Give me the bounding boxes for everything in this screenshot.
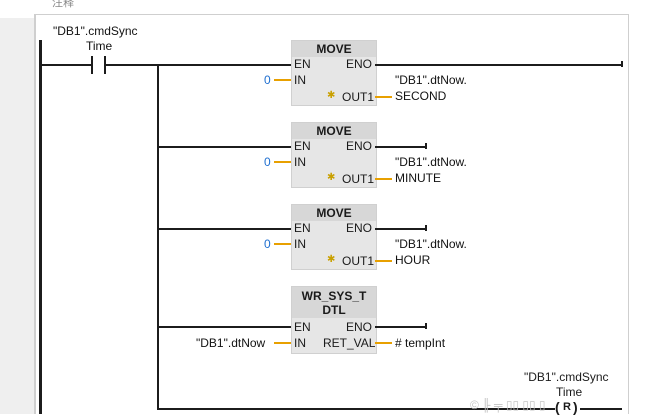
wire-end (425, 225, 427, 231)
watermark: © ╟ ╤ ▯▯ ▯▯ ▯ (470, 398, 546, 412)
out-pin: OUT1 (342, 254, 375, 268)
move-block-title: MOVE (292, 205, 376, 221)
eno-pin: ENO (346, 139, 373, 153)
coil-right-paren[interactable]: ) (573, 399, 578, 415)
en-pin: EN (294, 221, 311, 235)
in-value[interactable]: 0 (264, 155, 271, 169)
en-pin: EN (294, 320, 311, 334)
ret-val-pin: RET_VAL (323, 336, 376, 350)
wire (375, 146, 426, 148)
in-pin: IN (294, 336, 306, 350)
add-output-icon[interactable]: ✱ (327, 254, 336, 265)
move-block-title: MOVE (292, 41, 376, 57)
add-output-icon[interactable]: ✱ (327, 90, 336, 101)
coil-operand-line2: Time (556, 385, 583, 399)
editor-left-border (34, 14, 36, 414)
power-rail (39, 40, 42, 414)
wr-sys-t-title-line1: WR_SYS_T (301, 289, 367, 303)
out-operand-line2: HOUR (395, 253, 431, 267)
eno-pin: ENO (346, 221, 373, 235)
in-operand[interactable]: "DB1".dtNow (196, 336, 266, 350)
network-comment[interactable]: 注释 (52, 0, 74, 9)
in-wire (274, 342, 291, 344)
wire (106, 64, 292, 66)
in-wire (274, 243, 291, 245)
wire (159, 326, 292, 328)
wire (375, 326, 426, 328)
eno-pin: ENO (346, 57, 373, 71)
out-operand[interactable]: "DB1".dtNow. (395, 73, 467, 87)
editor-top-border (34, 14, 629, 15)
move-block-1[interactable]: MOVE (291, 40, 377, 106)
coil-letter[interactable]: R (563, 401, 571, 413)
rail-end (621, 61, 623, 67)
in-value[interactable]: 0 (264, 73, 271, 87)
in-pin: IN (294, 237, 306, 251)
eno-pin: ENO (346, 320, 373, 334)
move-block-3[interactable]: MOVE (291, 204, 377, 270)
wire (159, 228, 292, 230)
wr-sys-t-title: WR_SYS_T DTL (292, 287, 376, 318)
wr-sys-t-block[interactable]: WR_SYS_T DTL (291, 286, 377, 354)
out-wire (375, 96, 392, 98)
contact-operand[interactable]: "DB1".cmdSync (53, 24, 138, 38)
wr-sys-t-title-line2: DTL (322, 303, 346, 317)
out-wire (375, 260, 392, 262)
contact-left-bar[interactable] (91, 56, 93, 74)
wire-end (425, 143, 427, 149)
out-wire (375, 178, 392, 180)
in-wire (274, 161, 291, 163)
ret-val-operand[interactable]: # tempInt (395, 336, 446, 350)
out-wire (375, 342, 392, 344)
in-pin: IN (294, 155, 306, 169)
wire (159, 146, 292, 148)
out-operand[interactable]: "DB1".dtNow. (395, 155, 467, 169)
wire (580, 408, 622, 410)
editor-right-border (628, 14, 629, 414)
coil-left-paren[interactable]: ( (555, 399, 560, 415)
network-gutter (0, 18, 34, 414)
out-pin: OUT1 (342, 172, 375, 186)
out-operand-line2: SECOND (395, 89, 447, 103)
in-pin: IN (294, 73, 306, 87)
move-block-2[interactable]: MOVE (291, 122, 377, 188)
en-pin: EN (294, 57, 311, 71)
wire (159, 408, 555, 410)
out-operand[interactable]: "DB1".dtNow. (395, 237, 467, 251)
en-pin: EN (294, 139, 311, 153)
add-output-icon[interactable]: ✱ (327, 172, 336, 183)
wire (42, 64, 92, 66)
out-operand-line2: MINUTE (395, 171, 441, 185)
wire (375, 64, 622, 66)
contact-right-bar[interactable] (104, 56, 106, 74)
coil-operand[interactable]: "DB1".cmdSync (524, 370, 609, 384)
in-value[interactable]: 0 (264, 237, 271, 251)
branch-wire (157, 64, 159, 410)
contact-operand-line2: Time (86, 39, 113, 53)
in-wire (274, 79, 291, 81)
wire-end (425, 323, 427, 329)
wire (375, 228, 426, 230)
move-block-title: MOVE (292, 123, 376, 139)
out-pin: OUT1 (342, 90, 375, 104)
